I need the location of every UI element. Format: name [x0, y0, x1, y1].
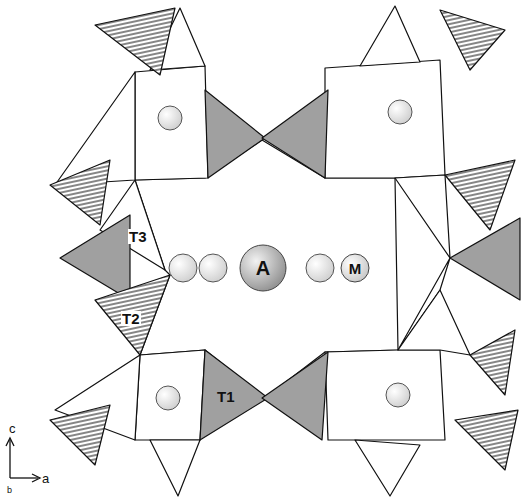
m-cation-circle: M — [340, 253, 370, 283]
tetrahedron-t1 — [450, 218, 520, 300]
tetrahedron — [355, 440, 420, 496]
axis-label: c — [8, 422, 17, 435]
tetrahedron-t1 — [60, 215, 130, 300]
tetrahedron — [398, 290, 470, 355]
cation-circle — [199, 254, 227, 282]
tetrahedron — [360, 6, 420, 66]
cation-circle — [169, 254, 197, 282]
tetrahedron-t2 — [440, 10, 505, 70]
tetrahedron-t2 — [470, 330, 515, 395]
atom-label: A — [256, 258, 270, 278]
axis-indicator — [6, 438, 40, 482]
octahedron — [325, 60, 445, 178]
tetrahedron — [150, 440, 200, 496]
cation-circle — [158, 106, 182, 130]
atom-label: M — [349, 261, 362, 276]
a-cation-sphere: A — [239, 244, 287, 292]
tetrahedron-t2 — [445, 160, 515, 230]
tetrahedron-label: T1 — [216, 389, 236, 404]
tetrahedron-label: T2 — [121, 311, 141, 326]
tetrahedron-t1 — [262, 90, 328, 178]
tetrahedron-t2 — [50, 160, 110, 225]
tetrahedron — [395, 175, 450, 258]
axis-label: a — [41, 472, 50, 485]
cation-circle — [156, 386, 180, 410]
cation-circle — [386, 383, 410, 407]
octahedron — [325, 350, 445, 440]
tetrahedron-t1 — [205, 90, 265, 178]
octahedron — [135, 66, 208, 180]
octahedron — [135, 350, 205, 440]
tetrahedron-label: T3 — [128, 229, 148, 244]
tetrahedron-t1 — [200, 350, 268, 440]
tetrahedron-t1 — [262, 352, 328, 440]
tetrahedron-t2 — [50, 405, 110, 465]
axis-label: b — [6, 486, 13, 495]
cation-circle — [388, 100, 412, 124]
cation-circle — [306, 254, 334, 282]
tetrahedron-t2 — [95, 8, 175, 75]
tetrahedron-t2 — [95, 275, 170, 355]
tetrahedron-t2 — [455, 410, 518, 470]
